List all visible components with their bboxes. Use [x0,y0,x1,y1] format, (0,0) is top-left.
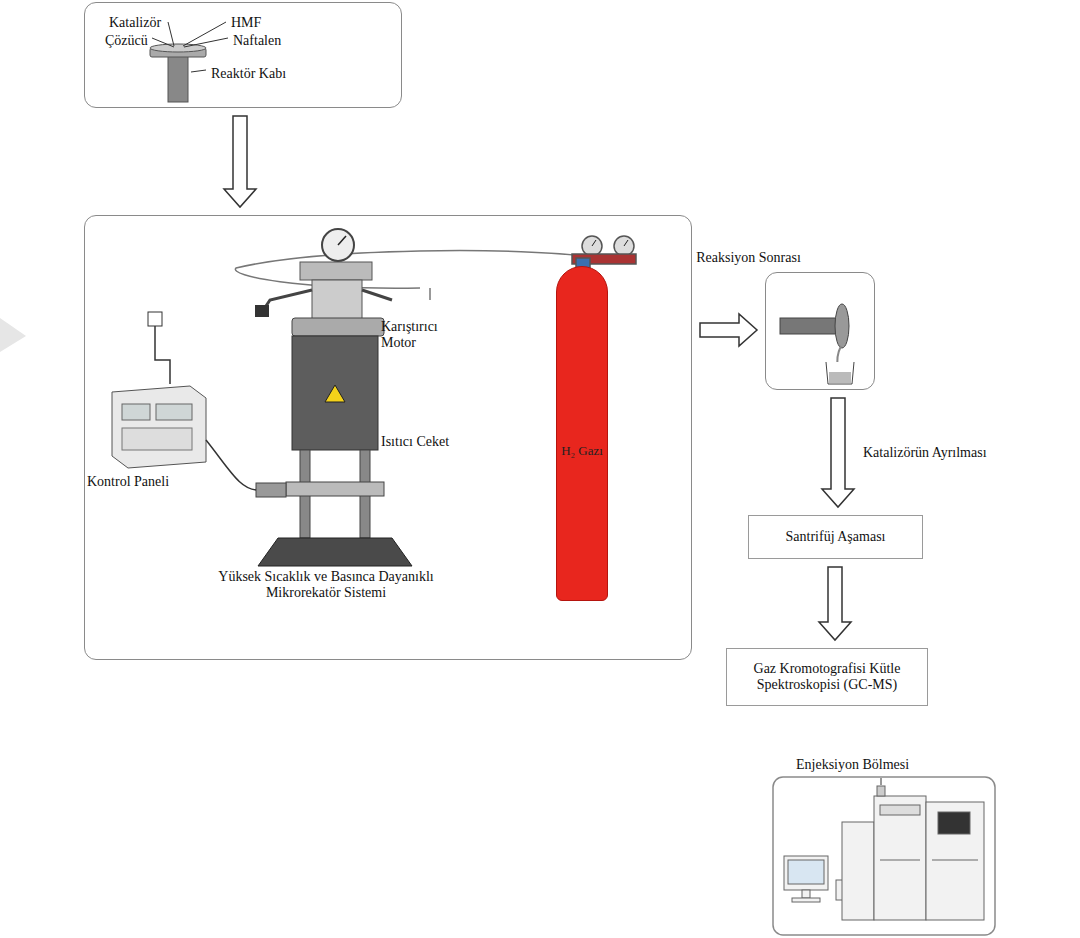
reactor-vessel-icon [150,22,228,102]
setup-box: KatalizörÇözücü HMF NaftalenReaktör Kabı [84,2,402,108]
node-label: Yüksek Sıcaklık ve Basınca Dayanıklı Mik… [191,569,461,601]
block-arrow [224,116,256,207]
node-label: Çözücü [105,33,148,49]
process-box: Santrifüj Aşaması [748,515,923,559]
node-label: Katalizör [109,15,161,31]
callout-label: Enjeksiyon Bölmesi [795,757,910,773]
reactor-system-box: Karıştırıcı MotorIsıtıcı CeketKontrol Pa… [84,215,692,660]
node-label: Kontrol Paneli [87,474,169,490]
gas-cylinder: H₂ Gazı [556,266,608,601]
gc-ms-instrument [784,778,984,920]
node-label: HMF [231,15,261,31]
edge-label: Reaksiyon Sonrası [695,250,802,266]
block-arrow [819,567,851,640]
block-arrow [700,314,757,346]
after-reaction-box [765,272,875,390]
instrument-frame [773,777,995,935]
node-label: Gaz Kromotografisi Kütle Spektroskopisi … [735,661,919,693]
node-label: Reaktör Kabı [211,66,286,82]
block-arrow [822,398,854,507]
process-box: Gaz Kromotografisi Kütle Spektroskopisi … [726,648,928,706]
vessel-pouring-icon [780,304,854,384]
node-label: Karıştırıcı Motor [381,319,463,351]
node-label: Naftalen [233,33,281,49]
node-label: Santrifüj Aşaması [786,529,886,545]
node-label: Isıtıcı Ceket [381,434,449,450]
node-label: H₂ Gazı [557,443,607,459]
watermark-shape [0,318,26,352]
edge-label: Katalizörün Ayrılması [862,445,988,461]
